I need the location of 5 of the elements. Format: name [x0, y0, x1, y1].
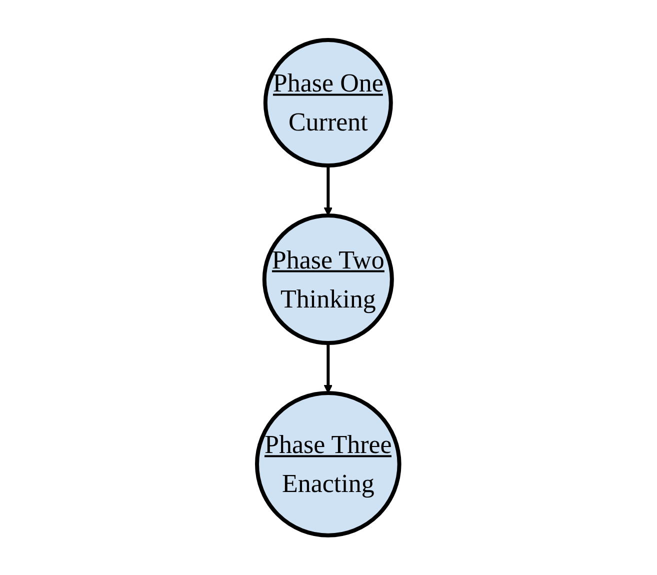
node-circle: Phase Three Enacting — [255, 390, 402, 538]
node-circle: Phase One Current — [264, 38, 394, 168]
arrow — [324, 342, 333, 394]
arrow — [324, 165, 333, 216]
node-circle: Phase Two Thinking — [262, 213, 394, 345]
